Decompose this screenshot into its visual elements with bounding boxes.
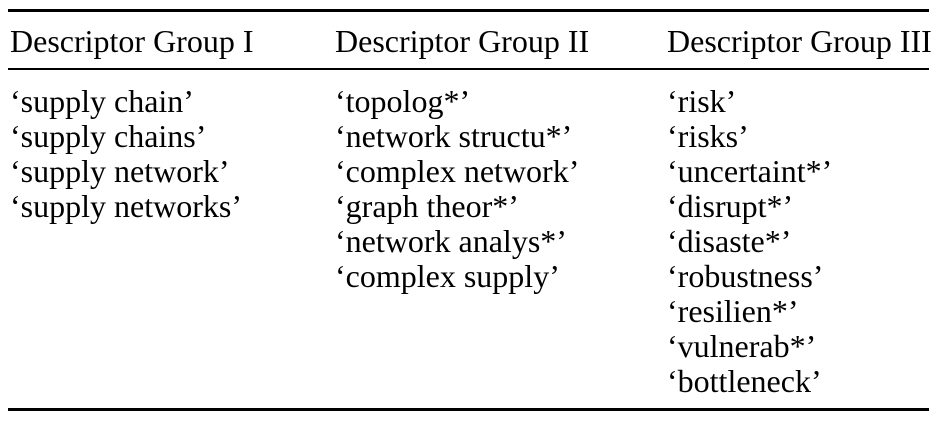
table-body: ‘supply chain’ ‘supply chains’ ‘supply n…	[0, 70, 938, 399]
column-header-group-1: Descriptor Group I	[10, 23, 254, 59]
search-term: ‘bottleneck’	[667, 363, 822, 399]
table-top-rule	[8, 9, 929, 12]
search-term: ‘network analys*’	[335, 223, 567, 259]
column-header-group-3: Descriptor Group III	[667, 23, 932, 59]
table-header-row: Descriptor Group I Descriptor Group II D…	[0, 12, 938, 68]
search-term: ‘robustness’	[667, 258, 824, 294]
search-term: ‘complex network’	[335, 153, 580, 189]
descriptor-table: Descriptor Group I Descriptor Group II D…	[0, 9, 938, 411]
search-term: ‘graph theor*’	[335, 188, 519, 224]
search-term: ‘supply networks’	[10, 188, 242, 224]
search-term: ‘disrupt*’	[667, 188, 794, 224]
search-term: ‘supply chains’	[10, 118, 207, 154]
search-term: ‘topolog*’	[335, 83, 471, 119]
search-term: ‘complex supply’	[335, 258, 560, 294]
search-term: ‘supply network’	[10, 153, 230, 189]
search-term: ‘risks’	[667, 118, 749, 154]
search-term: ‘network structu*’	[335, 118, 573, 154]
column-group-3: ‘risk’ ‘risks’ ‘uncertaint*’ ‘disrupt*’ …	[667, 84, 938, 399]
column-group-2: ‘topolog*’ ‘network structu*’ ‘complex n…	[335, 84, 667, 399]
search-term: ‘vulnerab*’	[667, 328, 817, 364]
column-group-1: ‘supply chain’ ‘supply chains’ ‘supply n…	[10, 84, 335, 399]
table-bottom-rule	[8, 408, 929, 411]
search-term: ‘uncertaint*’	[667, 153, 833, 189]
column-header-group-2: Descriptor Group II	[335, 23, 590, 59]
search-term: ‘disaste*’	[667, 223, 792, 259]
search-term: ‘risk’	[667, 83, 737, 119]
search-term: ‘resilien*’	[667, 293, 799, 329]
search-term: ‘supply chain’	[10, 83, 194, 119]
table-header-rule	[8, 68, 929, 70]
